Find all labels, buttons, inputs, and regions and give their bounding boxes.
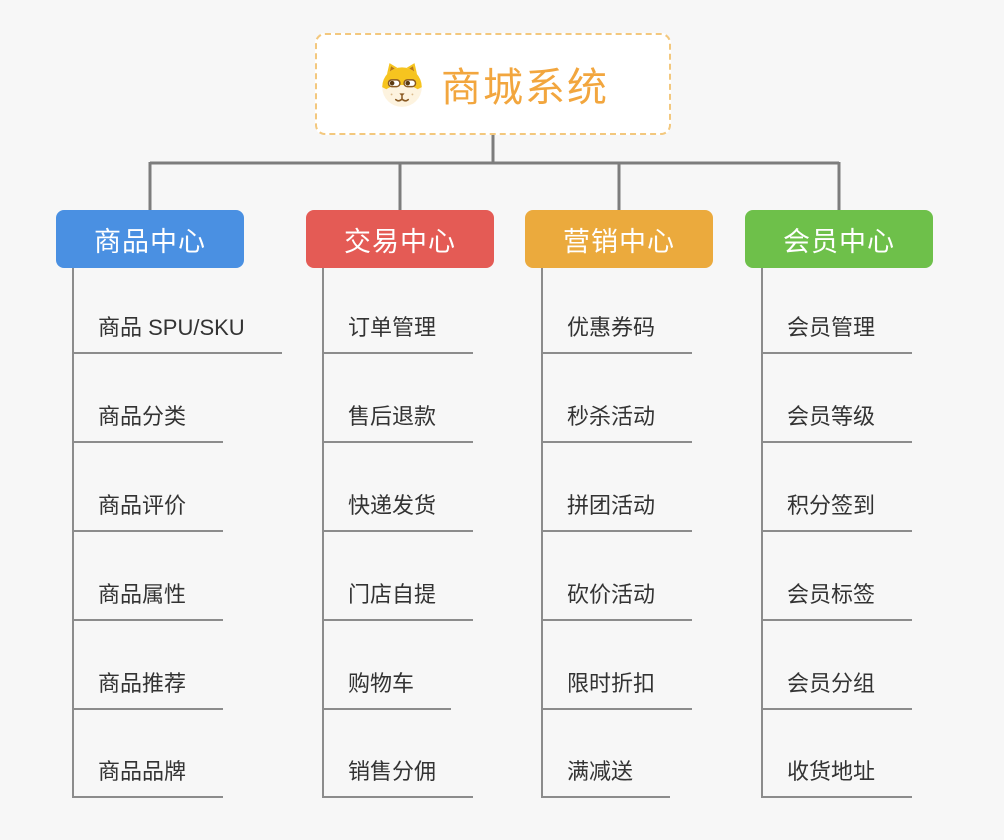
node-item[interactable]: 商品评价	[73, 492, 224, 532]
node-item[interactable]: 会员分组	[762, 670, 913, 710]
branch-node-member-center[interactable]: 会员中心	[745, 210, 933, 268]
branch-node-product-center[interactable]: 商品中心	[56, 210, 244, 268]
node-item[interactable]: 商品属性	[73, 581, 224, 621]
node-item[interactable]: 优惠券码	[542, 314, 693, 354]
node-item[interactable]: 商品品牌	[73, 758, 224, 798]
node-item[interactable]: 快递发货	[323, 492, 474, 532]
node-item[interactable]: 订单管理	[323, 314, 474, 354]
node-item[interactable]: 销售分佣	[323, 758, 474, 798]
node-item[interactable]: 门店自提	[323, 581, 474, 621]
node-item[interactable]: 商品推荐	[73, 670, 224, 710]
node-item[interactable]: 商品 SPU/SKU	[73, 314, 282, 354]
node-item[interactable]: 收货地址	[762, 758, 913, 798]
node-item[interactable]: 限时折扣	[542, 670, 693, 710]
node-item[interactable]: 会员标签	[762, 581, 913, 621]
node-item[interactable]: 满减送	[542, 758, 671, 798]
root-node-mall-system[interactable]: 商城系统	[315, 33, 671, 135]
node-item[interactable]: 拼团活动	[542, 492, 693, 532]
branch-node-marketing-center[interactable]: 营销中心	[525, 210, 713, 268]
dog-face-icon	[377, 59, 427, 109]
node-item[interactable]: 购物车	[323, 670, 452, 710]
node-item[interactable]: 积分签到	[762, 492, 913, 532]
node-item[interactable]: 砍价活动	[542, 581, 693, 621]
root-node-title: 商城系统	[441, 66, 609, 110]
node-item[interactable]: 秒杀活动	[542, 403, 693, 443]
node-item[interactable]: 会员等级	[762, 403, 913, 443]
node-item[interactable]: 会员管理	[762, 314, 913, 354]
branch-node-trade-center[interactable]: 交易中心	[306, 210, 494, 268]
node-item[interactable]: 商品分类	[73, 403, 224, 443]
node-item[interactable]: 售后退款	[323, 403, 474, 443]
